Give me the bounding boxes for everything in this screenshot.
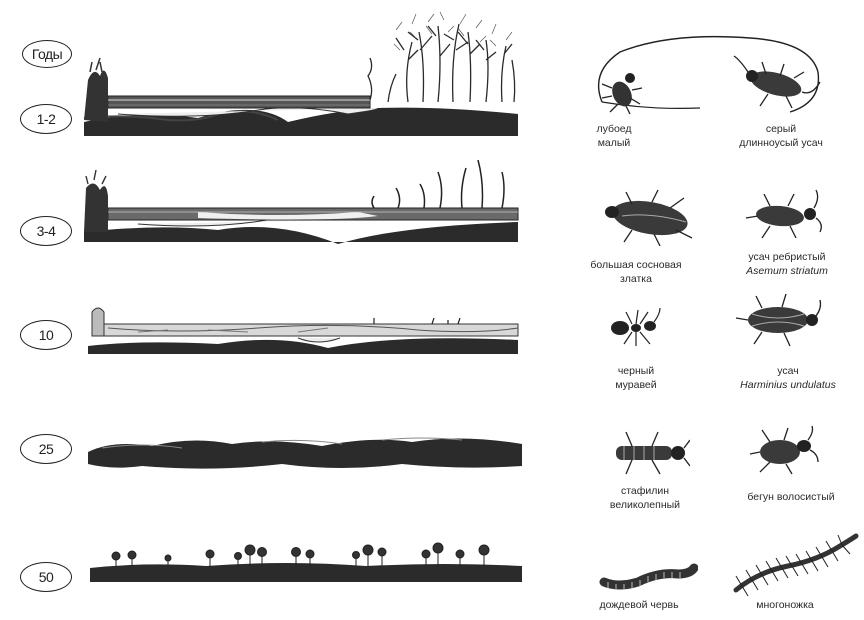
stage-label-3: 10 bbox=[20, 320, 72, 350]
caption-bark-beetle: лубоедмалый bbox=[574, 122, 654, 150]
ground-beetle-icon bbox=[748, 424, 820, 476]
root-plate bbox=[92, 308, 104, 336]
bark-beetle-icon bbox=[598, 66, 648, 116]
caption-jewel-beetle: большая сосноваязлатка bbox=[566, 258, 706, 286]
stage-label-1: 1-2 bbox=[20, 104, 72, 134]
fungi-stalks bbox=[372, 160, 504, 208]
stage-label-4: 25 bbox=[20, 434, 72, 464]
ribbed-longhorn-beetle-icon bbox=[740, 188, 824, 244]
log-stage-4-drawing bbox=[82, 426, 528, 482]
caption-centipede: многоножка bbox=[730, 598, 840, 612]
root-plate bbox=[84, 70, 108, 122]
centipede-icon bbox=[728, 532, 860, 604]
harminius-beetle-icon bbox=[732, 292, 824, 348]
stage-label-5: 50 bbox=[20, 562, 72, 592]
seedlings bbox=[112, 543, 489, 566]
soil-layer bbox=[84, 222, 518, 244]
caption-gray-longhorn: серыйдлинноусый усач bbox=[716, 122, 846, 150]
caption-ground-beetle: бегун волосистый bbox=[726, 490, 856, 504]
black-ant-icon bbox=[606, 306, 662, 350]
rove-beetle-icon bbox=[602, 428, 690, 478]
log-trunk bbox=[108, 96, 370, 108]
caption-earthworm: дождевой червь bbox=[584, 598, 694, 612]
caption-rove-beetle: стафилинвеликолепный bbox=[590, 484, 700, 512]
longhorn-beetle-gray-icon bbox=[732, 52, 822, 112]
caption-ribbed-longhorn: усач ребристыйAsemum striatum bbox=[722, 250, 852, 278]
moss-mound bbox=[88, 438, 522, 468]
caption-black-ant: черныймуравей bbox=[596, 364, 676, 392]
log-stage-1-drawing bbox=[78, 10, 528, 140]
earthworm-icon bbox=[598, 558, 698, 594]
soil-layer bbox=[88, 338, 518, 354]
years-header: Годы bbox=[22, 40, 72, 68]
soil-layer bbox=[90, 563, 522, 582]
crown-branches bbox=[368, 24, 515, 102]
stage-label-2: 3-4 bbox=[20, 216, 72, 246]
log-stage-5-drawing bbox=[86, 536, 526, 590]
log-stage-3-drawing bbox=[78, 290, 528, 360]
root-plate bbox=[84, 183, 108, 232]
caption-harminius: усачHarminius undulatus bbox=[714, 364, 862, 392]
soil-layer bbox=[84, 108, 518, 136]
jewel-beetle-icon bbox=[598, 188, 702, 248]
log-stage-2-drawing bbox=[78, 160, 528, 250]
